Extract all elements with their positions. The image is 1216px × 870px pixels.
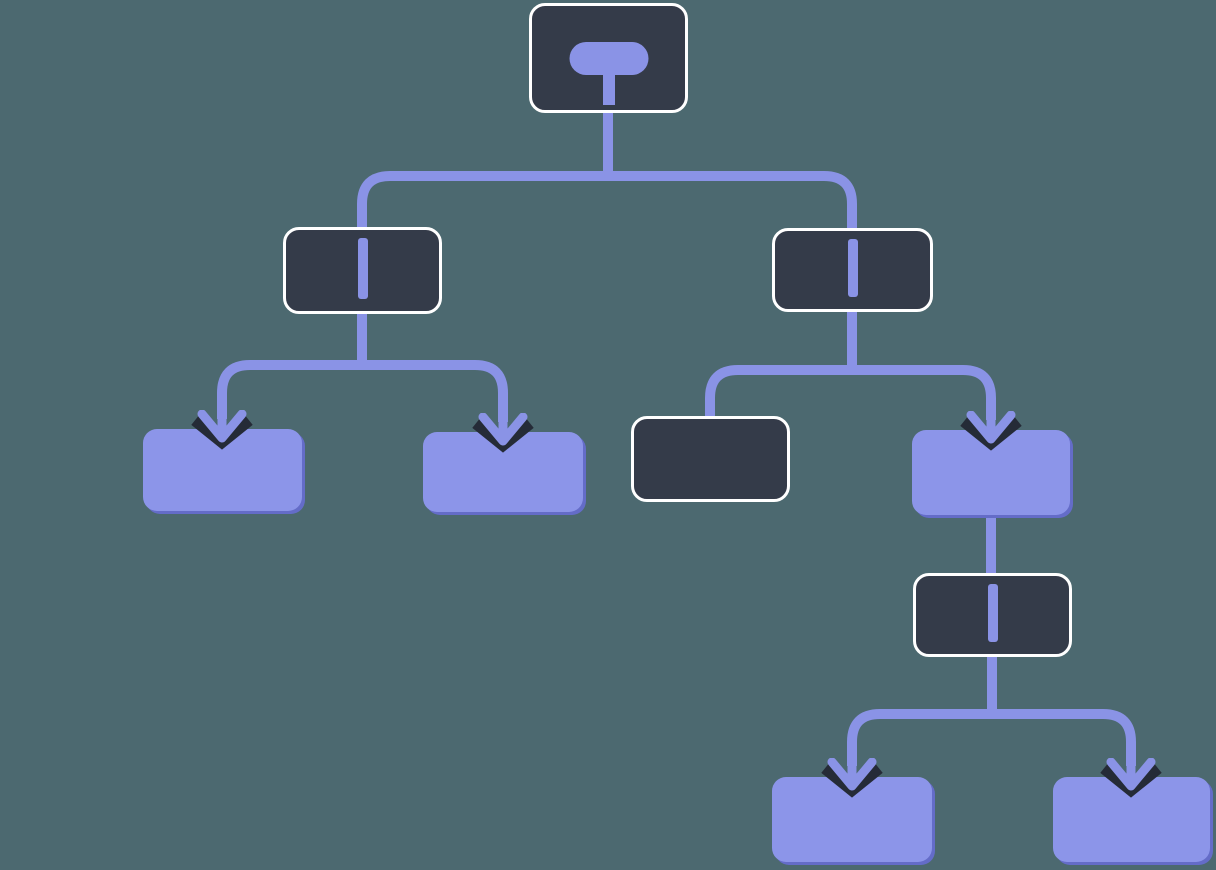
node-branch-bottom[interactable] [913, 573, 1072, 657]
node-root[interactable] [529, 3, 688, 113]
node-branch-right[interactable] [772, 228, 933, 312]
vertical-bar-icon [357, 238, 368, 299]
node-branch-left[interactable] [283, 227, 442, 314]
edge-branch-right-children [705, 300, 996, 430]
edge-branch-left-children [217, 300, 508, 422]
arrow-down-icon [472, 413, 534, 453]
pill-icon [569, 42, 648, 75]
pill-stem-icon [602, 72, 615, 105]
edge-branch-bottom-children [847, 640, 1136, 766]
node-plain[interactable] [631, 416, 790, 502]
arrow-down-icon [191, 410, 253, 450]
arrow-down-icon [960, 411, 1022, 451]
arrow-down-icon [821, 758, 883, 798]
arrow-down-icon [1100, 758, 1162, 798]
vertical-bar-icon [847, 239, 858, 297]
vertical-bar-icon [987, 584, 998, 642]
